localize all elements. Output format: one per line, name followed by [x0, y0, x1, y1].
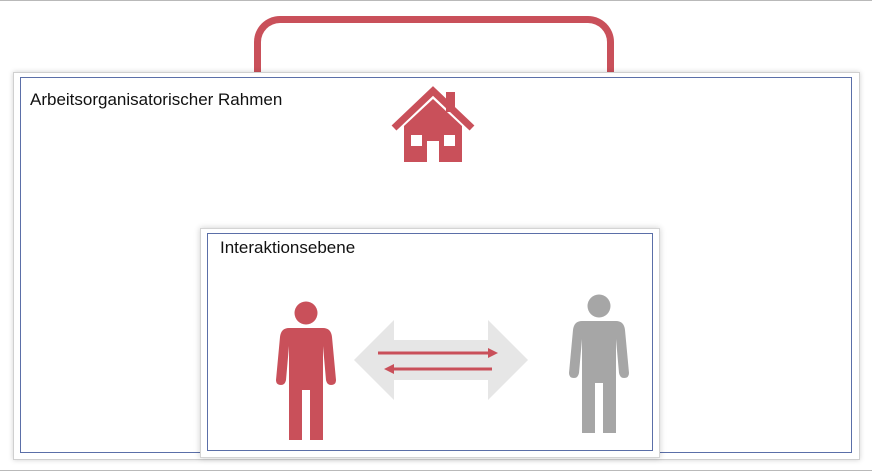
- house-icon: [391, 86, 475, 162]
- inner-frame: [207, 233, 653, 451]
- outer-frame-label: Arbeitsorganisatorischer Rahmen: [30, 90, 283, 109]
- top-divider: [0, 0, 872, 1]
- frame-handle: [254, 16, 614, 86]
- inner-frame-label: Interaktionsebene: [220, 238, 356, 257]
- bottom-divider: [0, 470, 872, 471]
- person-icon: [276, 301, 336, 440]
- bidirectional-arrow-icon: [354, 320, 528, 400]
- person-icon: [569, 294, 629, 433]
